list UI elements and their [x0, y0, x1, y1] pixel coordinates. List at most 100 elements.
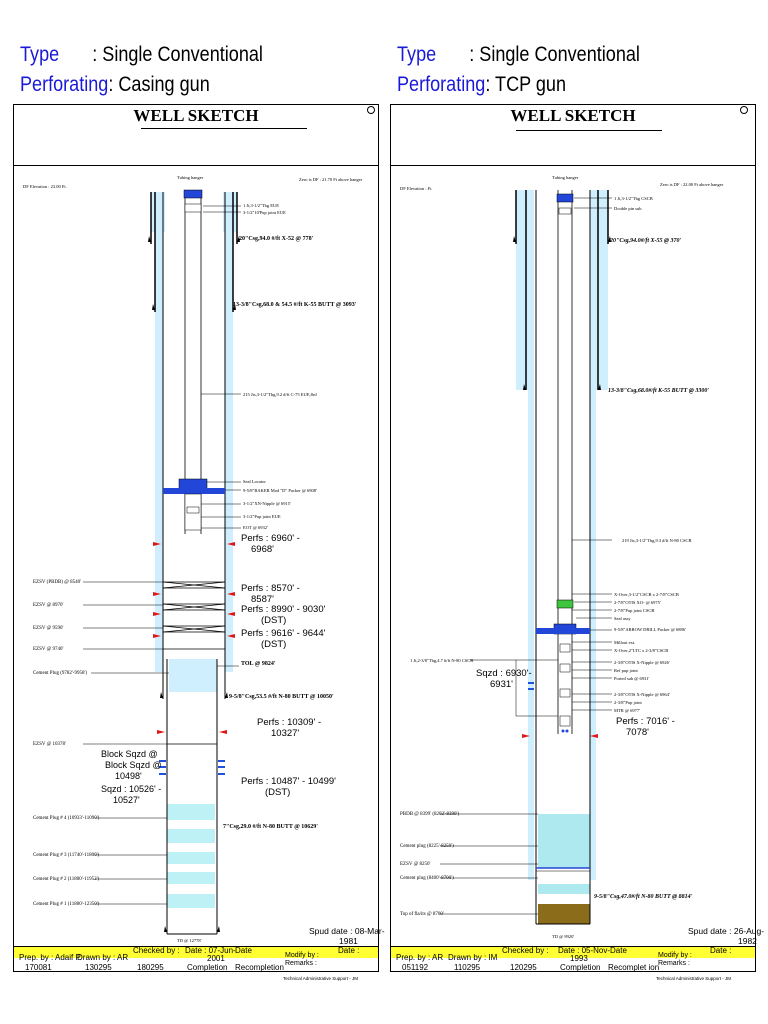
value-3: 180295 — [137, 963, 164, 972]
completion-label: Completion — [187, 963, 228, 972]
remarks: Remarks : — [285, 960, 317, 967]
prepared-by: Prep. by : AR — [396, 953, 444, 962]
ezsv-label: EZSV @ 8250' — [400, 862, 431, 867]
modify-by: Modify by : — [285, 952, 319, 959]
tubing-string-label: 215 Jts,3-1/2"Tbg,9.2 #/ft C-75 EUE,8rd — [243, 392, 317, 397]
ezsv-label-1: EZSV (PBDB) @ 8540' — [33, 580, 82, 585]
pbdb-label: PBDB @ 8399' (8202'-8390') — [400, 812, 460, 817]
title-underline — [516, 130, 662, 131]
spud-date: Spud date : 26-Aug-1982 — [688, 926, 765, 946]
df-elevation: DF Elevation : Ft. — [400, 186, 433, 191]
eot-label: EOT @ 6932' — [243, 525, 268, 530]
perfs-2: Perfs : 8570' -8587' — [241, 583, 300, 605]
value-2: 110295 — [454, 963, 481, 972]
pup-joint-label: 3-1/2"10'Pup joint EUE — [243, 210, 286, 215]
drawn-by: Drawn by : AR — [77, 953, 129, 962]
perfs-1: Perfs : 6960' -6968' — [241, 533, 300, 555]
cement-plug-1: Cement Plug # 1 (11800'-12350') — [33, 902, 100, 907]
date-col-2: Date : — [710, 946, 732, 955]
checked-by: Checked by : — [133, 946, 180, 955]
x-nipple-2-label: 2-3/8"OTIS X-Nipple @ 6964' — [614, 692, 670, 697]
footer-highlight-bar — [390, 946, 756, 958]
value-2: 130295 — [85, 963, 112, 972]
cement-plug-2: Cement plug (8400'-8700') — [400, 876, 454, 881]
tubing-joint-label: 1 Jt,3-1/2"Tbg CSCB — [614, 196, 653, 201]
cement-plug-2: Cement Plug # 2 (11800'-11952') — [33, 877, 100, 882]
casing-7-label: 7"Csg,29.0 #/ft N-80 BUTT @ 10629' — [223, 824, 318, 830]
squeeze-perfs: Sqzd : 10526' -10527' — [101, 784, 162, 805]
xover-2-label: X-Over,2"LTC x 2-3/8"CSCB — [614, 648, 669, 653]
spud-date: Spud date : 08-Mar-1981 — [309, 926, 385, 946]
perforating-key: Perforating — [397, 73, 486, 96]
right-well-sketch: WELL SKETCH — [390, 104, 764, 1004]
tbg-1jt-label: 1 Jt,2-3/8"Tbg,4.7 #/ft N-80 CSCB — [410, 658, 474, 663]
ref-pup-label: Ref pup joint — [614, 668, 638, 673]
perfs-3: Perfs : 8990' - 9030'(DST) — [241, 604, 326, 626]
xn-nipple-label: 3-1/2"XN-Nipple @ 6915' — [243, 501, 291, 506]
checked-by: Checked by : — [502, 946, 549, 955]
casing-958-label: 9-5/8"Csg,47.0#/ft N-80 BUTT @ 8814' — [594, 894, 693, 900]
ported-sub-label: Ported sub @ 6931' — [614, 676, 650, 681]
sketch-frame — [13, 166, 379, 946]
sketch-title: WELL SKETCH — [133, 106, 259, 125]
left-wellbore-diagram — [83, 189, 241, 935]
drawn-by: Drawn by : IM — [448, 953, 498, 962]
cement-plug-1: Cement plug (8225'-8250') — [400, 844, 454, 849]
pup-joint-eue-label: 3-1/2"Pup joint EUE — [243, 514, 281, 519]
ezsv-label-2: EZSV @ 8970' — [33, 603, 64, 608]
footer-frame — [390, 946, 756, 972]
perforating-value: : TCP gun — [485, 73, 567, 96]
perfs-6: Perfs : 10487' - 10499'(DST) — [241, 776, 336, 798]
title-frame — [13, 104, 379, 166]
casing-1338-label: 13-3/8"Csg,68.0 & 54.5 #/ft K-55 BUTT @ … — [233, 302, 357, 308]
perfs-5: Perfs : 10309' -10327' — [257, 717, 322, 739]
otis-label: 2-7/8"OTIS XO- @ 6975' — [614, 600, 661, 605]
ezsv-label-3: EZSV @ 9590' — [33, 626, 64, 631]
type-key: Type — [20, 43, 60, 66]
cement-plug-4: Cement Plug # 4 (10933'-11090') — [33, 816, 100, 821]
prepared-by: Prep. by : Adaif P. — [19, 953, 83, 962]
tubing-string-label: 219 Jts,3-1/2"Tbg,9.3 #/ft N-80 CSCB — [622, 538, 692, 543]
date-col: Date — [235, 946, 252, 955]
left-well-sketch: WELL SKETCH — [13, 104, 385, 1004]
zero-reference: Zero is DF : 22.00 Ft above hanger — [660, 182, 724, 187]
right-header: Type: Single Conventional Perforating: T… — [397, 40, 640, 100]
cement-plug-label: Cement Plug (9782'-9958') — [33, 671, 88, 676]
logo-icon — [367, 106, 375, 114]
td-label: TD @ 12778' — [177, 938, 202, 943]
cement-plug-3: Cement Plug # 3 (11740'-11800') — [33, 853, 100, 858]
logo-icon — [740, 106, 748, 114]
top-of-fill-label: Top of fla/its @ 8700' — [400, 912, 444, 917]
casing-1338-label: 13-3/8"Csg,68.0#/ft K-55 BUTT @ 3300' — [608, 388, 709, 394]
completion-label: Completion — [560, 963, 601, 972]
tas-credit: Technical Administrative Support - JM — [656, 976, 732, 981]
recompletion-label: Recompletion — [235, 963, 284, 972]
tol-label: TOL @ 9824' — [241, 661, 276, 667]
remarks: Remarks : — [658, 960, 690, 967]
seal-locator-label: Seal Locator — [243, 479, 266, 484]
pup-joint-label: 2-7/8"Pup joint CSCB — [614, 608, 655, 613]
date-col-2: Date : — [338, 946, 360, 955]
perforating-key: Perforating — [20, 73, 109, 96]
left-header: Type: Single Conventional Perforating: C… — [20, 40, 263, 100]
tubing-joint-label: 1 Jt,3-1/2"Tbg EUE — [243, 203, 279, 208]
ezsv-label-5: EZSV @ 10378' — [33, 742, 66, 747]
right-wellbore-diagram — [440, 190, 612, 925]
packer-label: 9-5/8"BAKER Mod "D" Packer @ 6908' — [243, 488, 317, 493]
x-nipple-label: 2-3/8"OTIS X-Nipple @ 6926' — [614, 660, 670, 665]
value-1: 051192 — [402, 963, 429, 972]
casing-20-label: 20"Csg,94.0 #/ft X-52 @ 778' — [239, 236, 314, 242]
footer-highlight-bar — [13, 946, 379, 958]
casing-20-label: 20"Csg,94.0#/ft X-55 @ 370' — [610, 238, 682, 244]
footer-frame — [13, 946, 379, 972]
sketch-frame — [390, 166, 756, 946]
tubing-hanger-label: Tubing hanger — [177, 175, 204, 180]
value-1: 170081 — [25, 963, 52, 972]
pup-joint-2-label: 2-3/8"Pup joint — [614, 700, 642, 705]
mtr-label: MTR @ 6977' — [614, 708, 640, 713]
title-underline — [141, 128, 307, 129]
date-col: Date — [610, 946, 627, 955]
date-year: 1993 — [570, 954, 588, 963]
tubing-hanger-label: Tubing hanger — [552, 175, 579, 180]
type-key: Type — [397, 43, 437, 66]
